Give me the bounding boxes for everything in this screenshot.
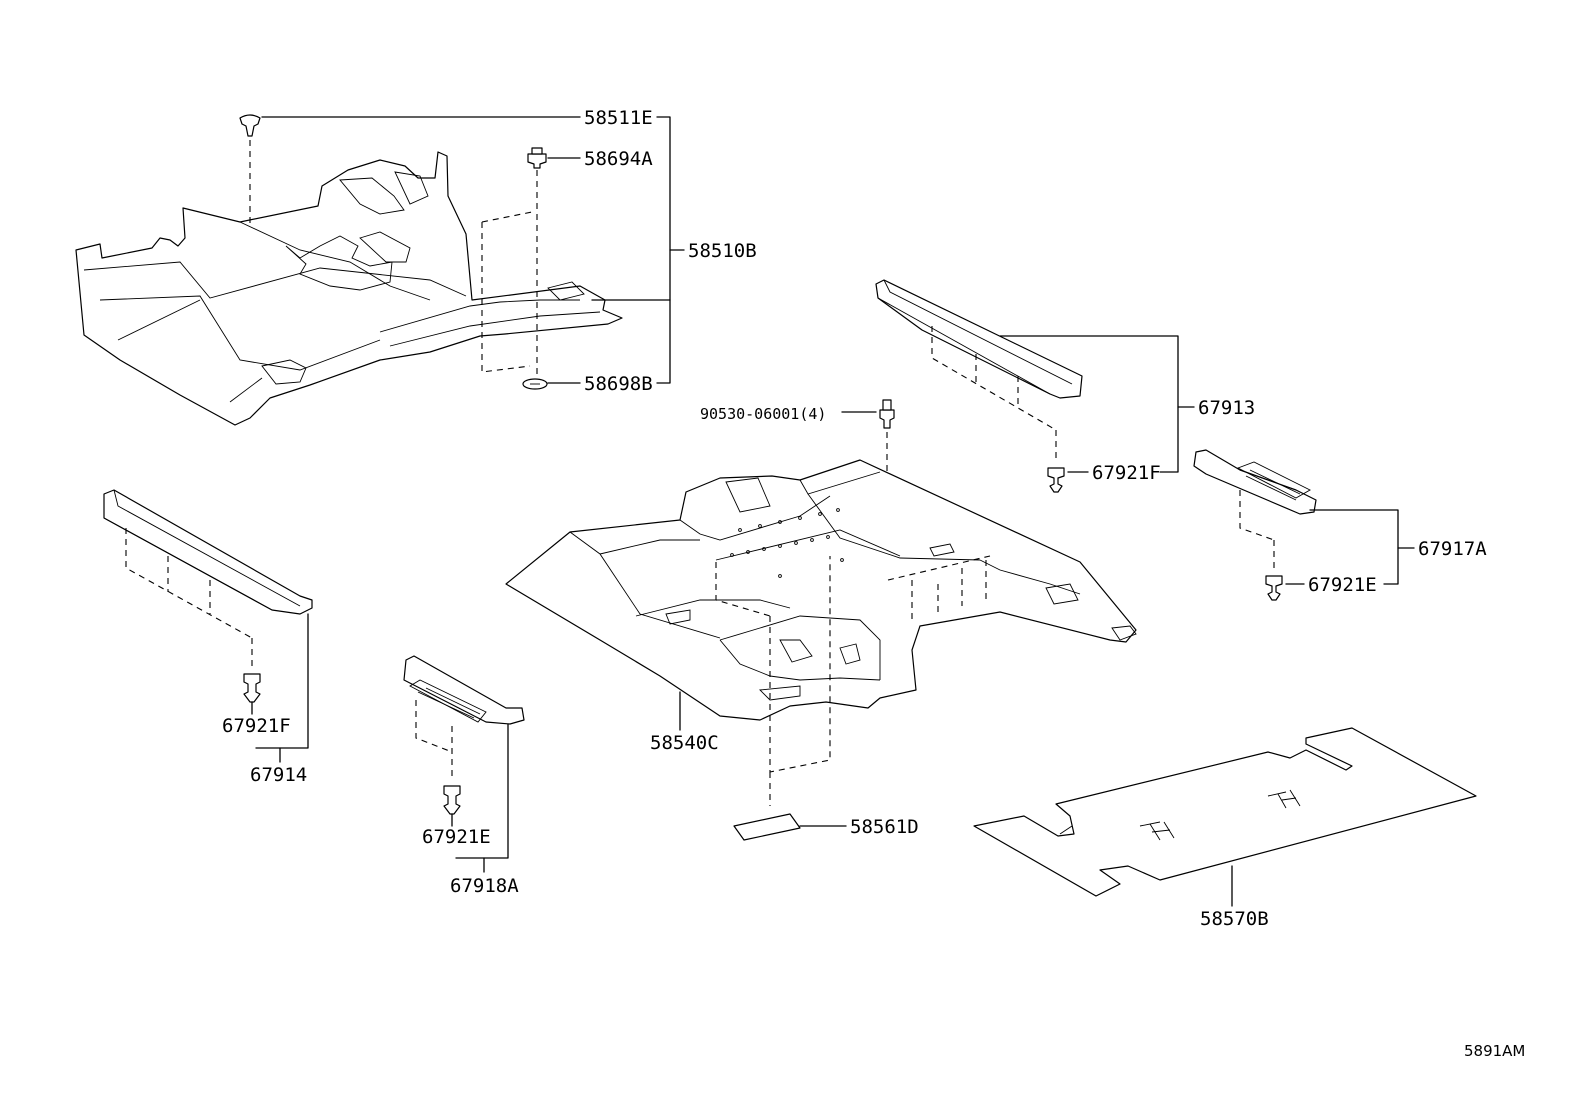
floor-silencer-pad — [505, 459, 1137, 721]
label-67921F-right: 67921F — [1092, 462, 1161, 484]
diagram-reference-code: 5891AM — [1464, 1042, 1525, 1060]
small-pad — [733, 813, 801, 841]
fastener-icon — [527, 147, 547, 169]
label-90530-06001: 90530-06001(4) — [700, 405, 826, 423]
clip-icon — [1265, 575, 1283, 601]
label-58510B: 58510B — [688, 240, 757, 262]
retainer-icon — [522, 378, 548, 390]
clip-icon — [443, 785, 461, 815]
label-67914: 67914 — [250, 764, 307, 786]
label-58570B: 58570B — [1200, 908, 1269, 930]
scuff-plate-left-front — [103, 489, 313, 615]
clip-icon — [1047, 467, 1065, 493]
label-58561D: 58561D — [850, 816, 919, 838]
scuff-plate-left-rear — [403, 655, 525, 725]
label-58694A: 58694A — [584, 148, 653, 170]
clip-icon — [243, 673, 261, 703]
floor-carpet-front — [75, 151, 623, 426]
label-67918A: 67918A — [450, 875, 519, 897]
label-67921E-right: 67921E — [1308, 574, 1377, 596]
rear-floor-mat — [973, 727, 1477, 897]
label-58698B: 58698B — [584, 373, 653, 395]
bolt-icon — [879, 399, 895, 429]
mounting-holes — [730, 508, 844, 578]
label-58540C: 58540C — [650, 732, 719, 754]
label-67917A: 67917A — [1418, 538, 1487, 560]
label-67921F-left: 67921F — [222, 715, 291, 737]
scuff-plate-right-front — [875, 279, 1083, 399]
label-67921E-left: 67921E — [422, 826, 491, 848]
label-67913: 67913 — [1198, 397, 1255, 419]
label-58511E: 58511E — [584, 107, 653, 129]
scuff-plate-right-rear — [1193, 449, 1317, 515]
clip-icon — [239, 114, 261, 137]
